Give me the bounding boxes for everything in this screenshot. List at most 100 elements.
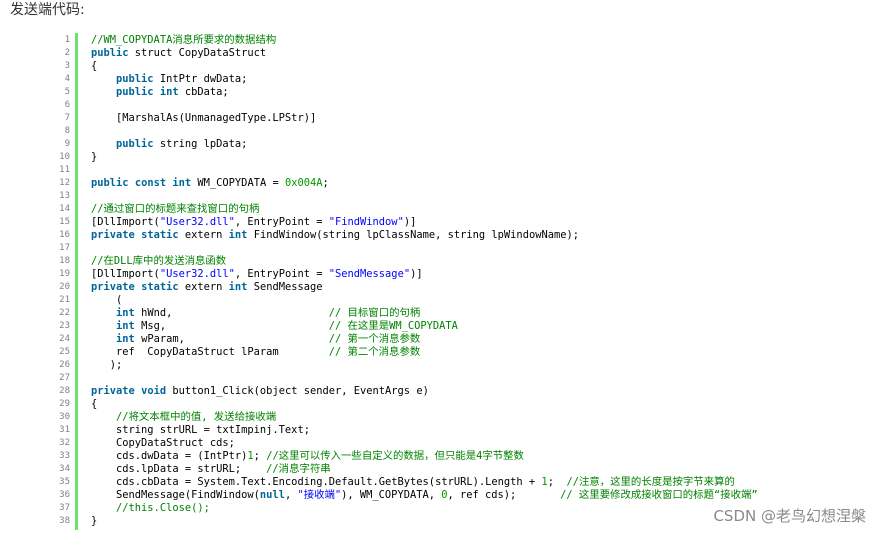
code-token: ; (322, 177, 329, 189)
code-token: static (141, 281, 179, 293)
code-token: // 在这里是WM_COPYDATA (328, 320, 458, 332)
code-text: } (91, 515, 97, 528)
code-token: public (116, 138, 154, 150)
code-token: struct CopyDataStruct (128, 47, 267, 59)
code-text: //通过窗口的标题来查找窗口的句柄 (91, 203, 259, 216)
line-number: 22 (59, 308, 70, 318)
code-text: public IntPtr dwData; (91, 73, 247, 86)
line-number: 7 (64, 113, 70, 123)
line-number: 19 (59, 269, 70, 279)
code-token: ; (547, 476, 567, 488)
line-number: 35 (59, 477, 70, 487)
code-token (91, 502, 116, 514)
code-token: ( (91, 294, 123, 306)
line-number: 31 (59, 425, 70, 435)
code-token (91, 333, 116, 345)
line-number: 20 (59, 282, 70, 292)
code-text: { (91, 60, 97, 73)
code-text: [MarshalAs(UnmanagedType.LPStr)] (91, 112, 316, 125)
code-token: int (172, 177, 192, 189)
gutter-bar (75, 33, 78, 530)
line-number: 1 (64, 35, 70, 45)
code-text: [DllImport("User32.dll", EntryPoint = "F… (91, 216, 416, 229)
code-token: [DllImport( (91, 268, 160, 280)
code-token: public (116, 73, 154, 85)
code-token: "User32.dll" (159, 268, 235, 280)
code-token: ); (91, 359, 123, 371)
line-number: 2 (64, 48, 70, 58)
code-token: // 目标窗口的句柄 (328, 307, 421, 319)
code-token (91, 411, 116, 423)
line-number: 28 (59, 386, 70, 396)
code-text: string strURL = txtImpinj.Text; (91, 424, 310, 437)
code-token: int (116, 320, 135, 332)
code-token: //WM_COPYDATA消息所要求的数据结构 (91, 34, 277, 46)
code-text: [DllImport("User32.dll", EntryPoint = "S… (91, 268, 423, 281)
code-text: SendMessage(FindWindow(null, "接收端"), WM_… (91, 489, 758, 502)
code-token: public (116, 86, 154, 98)
code-token: } (91, 151, 98, 163)
code-token (91, 320, 116, 332)
code-token: IntPtr dwData; (153, 73, 248, 85)
code-token: private (91, 281, 135, 293)
code-token: void (141, 385, 167, 397)
line-number: 17 (59, 243, 70, 253)
code-token: "User32.dll" (159, 216, 235, 228)
code-token: int (159, 86, 179, 98)
line-number: 5 (64, 87, 70, 97)
code-block: 1 //WM_COPYDATA消息所要求的数据结构 2 public struct C… (59, 33, 878, 530)
code-token: string strURL = txtImpinj.Text; (91, 424, 310, 436)
code-token: int (228, 281, 248, 293)
intro-label: 发送端代码: (10, 2, 85, 18)
code-token: //消息字符串 (266, 463, 331, 475)
code-token: "FindWindow" (328, 216, 404, 228)
code-token: button1_Click(object sender, EventArgs e… (166, 385, 429, 397)
watermark: CSDN @老鸟幻想涅槃 (713, 507, 866, 525)
code-token: extern (178, 281, 229, 293)
code-token: //将文本框中的值, 发送给接收端 (116, 411, 277, 423)
code-text: private static extern int SendMessage (91, 281, 323, 294)
code-text: //将文本框中的值, 发送给接收端 (91, 411, 276, 424)
code-token: hWnd, (134, 307, 329, 319)
line-number: 38 (59, 516, 70, 526)
code-token: FindWindow(string lpClassName, string lp… (247, 229, 579, 241)
line-number: 10 (59, 152, 70, 162)
line-number: 4 (64, 74, 70, 84)
line-number: 11 (59, 165, 70, 175)
code-token: [MarshalAs(UnmanagedType.LPStr)] (91, 112, 317, 124)
code-token: //注意，这里的长度是按字节来算的 (566, 476, 735, 488)
code-token: cbData; (178, 86, 229, 98)
code-text: //WM_COPYDATA消息所要求的数据结构 (91, 34, 276, 47)
code-token: , (284, 489, 298, 501)
code-token: WM_COPYDATA = (191, 177, 285, 189)
code-text: int wParam, // 第一个消息参数 (91, 333, 420, 346)
code-token: int (228, 229, 248, 241)
code-text: int hWnd, // 目标窗口的句柄 (91, 307, 420, 320)
code-token: public (91, 177, 129, 189)
code-token: , EntryPoint = (234, 216, 329, 228)
code-token: } (91, 515, 98, 527)
code-token: private (91, 229, 135, 241)
code-token: 0 (441, 489, 448, 501)
code-token: Msg, (134, 320, 329, 332)
line-number: 18 (59, 256, 70, 266)
code-token (91, 73, 116, 85)
line-number: 24 (59, 334, 70, 344)
line-number: 15 (59, 217, 70, 227)
code-text: public string lpData; (91, 138, 247, 151)
code-token: CopyDataStruct cds; (91, 437, 235, 449)
code-token: 1 (541, 476, 548, 488)
code-token: string lpData; (153, 138, 248, 150)
code-text: { (91, 398, 97, 411)
code-token: 1 (247, 450, 254, 462)
code-token: ; (253, 450, 267, 462)
line-number: 3 (64, 61, 70, 71)
code-token (91, 86, 116, 98)
line-number: 6 (64, 100, 70, 110)
line-number: 37 (59, 503, 70, 513)
code-token: const (134, 177, 167, 189)
code-token: 0x004A (284, 177, 323, 189)
line-number: 13 (59, 191, 70, 201)
code-text: ref CopyDataStruct lParam // 第二个消息参数 (91, 346, 420, 359)
code-text: public struct CopyDataStruct (91, 47, 266, 60)
